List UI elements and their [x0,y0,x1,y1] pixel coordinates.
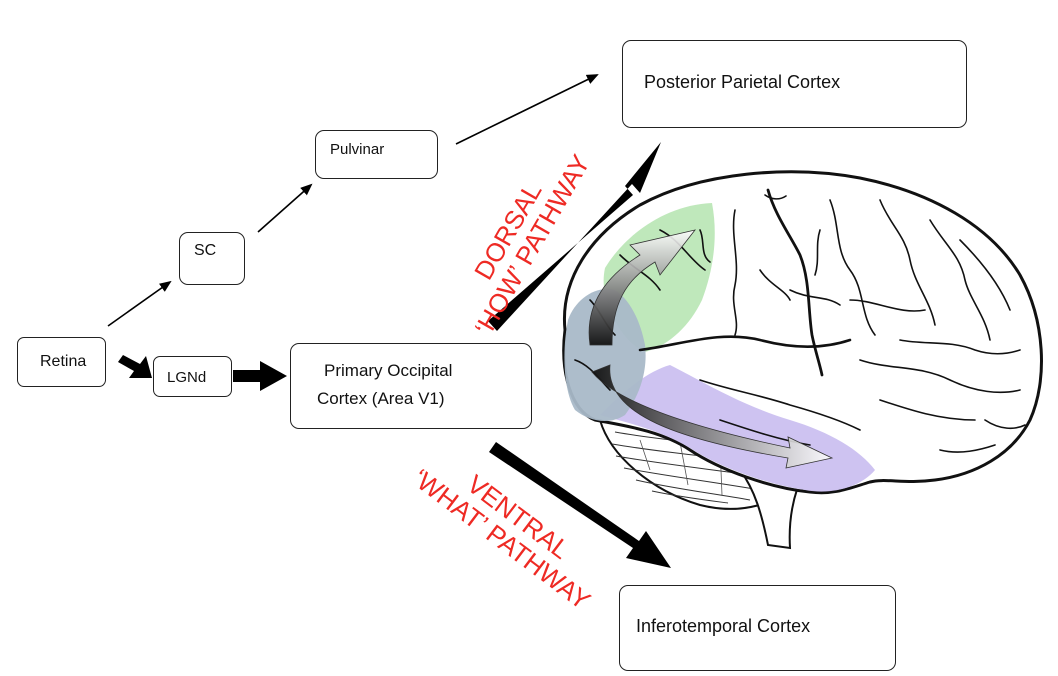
primary-occipital-cortex-box: Primary Occipital Cortex (Area V1) [290,343,532,429]
pulvinar-box: Pulvinar [315,130,438,179]
posterior-parietal-cortex-box: Posterior Parietal Cortex [622,40,967,128]
arrow-sc-to-pulvinar [257,183,313,233]
occipital-region [564,289,646,422]
sc-label: SC [194,242,217,259]
dorsal-stream-arrow [588,229,697,346]
inferotemporal-cortex-box: Inferotemporal Cortex [619,585,896,671]
ventral-stream-arrow [591,364,834,469]
arrow-dorsal-pathway [488,142,661,331]
retina-box: Retina [17,337,106,387]
v1-label-line1: Primary Occipital [324,361,453,380]
brain-illustration [562,170,1043,550]
arrow-lgnd-to-v1 [233,361,287,391]
arrow-retina-to-sc [107,280,172,327]
retina-label: Retina [40,353,87,370]
arrow-retina-to-lgnd [118,355,152,378]
arrow-ventral-pathway [489,442,671,568]
sc-box: SC [179,232,245,285]
pulvinar-label: Pulvinar [330,141,385,158]
posterior-parietal-label: Posterior Parietal Cortex [644,72,841,92]
arrow-pulvinar-to-parietal [455,74,599,145]
inferotemporal-label: Inferotemporal Cortex [636,616,811,636]
v1-label-line2: Cortex (Area V1) [317,389,445,408]
lgnd-box: LGNd [153,356,232,397]
lgnd-label: LGNd [167,369,207,386]
connections [107,74,671,568]
